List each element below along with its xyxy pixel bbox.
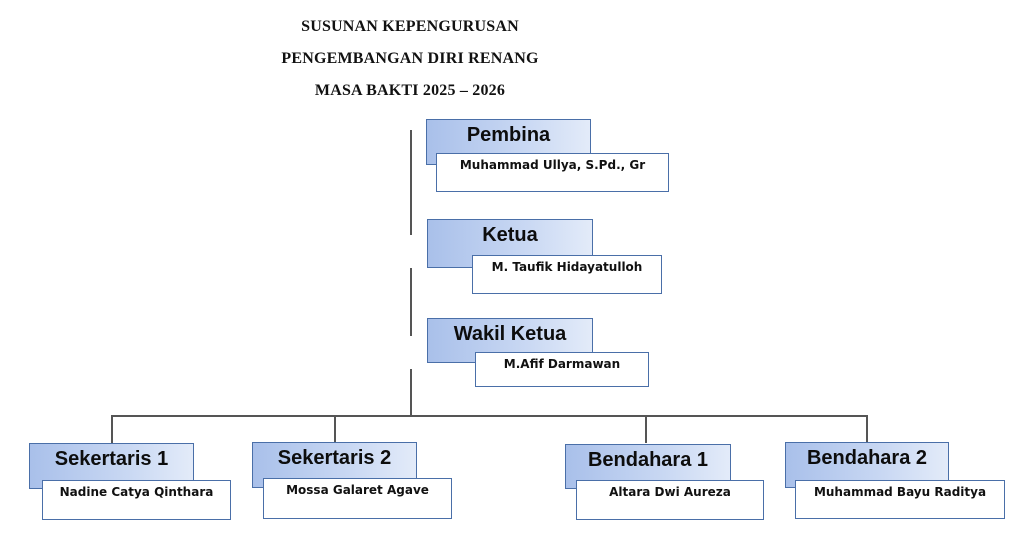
- title-line-2: PENGEMBANGAN DIRI RENANG: [281, 50, 539, 67]
- drop-bendahara1: [645, 415, 647, 443]
- wakil-ketua-name-box: M.Afif Darmawan: [475, 352, 649, 387]
- sekretaris1-name-box: Nadine Catya Qinthara: [42, 480, 231, 520]
- pembina-name-box: Muhammad Ullya, S.Pd., Gr: [436, 153, 669, 192]
- drop-sekretaris2: [334, 415, 336, 443]
- ketua-name-box: M. Taufik Hidayatulloh: [472, 255, 662, 294]
- bendahara2-name-box: Muhammad Bayu Raditya: [795, 480, 1005, 519]
- title-line-1: SUSUNAN KEPENGURUSAN: [301, 18, 519, 35]
- drop-sekretaris1: [111, 415, 113, 443]
- sekretaris2-name-box: Mossa Galaret Agave: [263, 478, 452, 519]
- horizontal-branch-line: [111, 415, 867, 417]
- bendahara1-name-box: Altara Dwi Aureza: [576, 480, 764, 520]
- drop-bendahara2: [866, 415, 868, 443]
- connector-pembina-ketua: [410, 130, 412, 235]
- connector-wakil-horizontal: [410, 369, 412, 416]
- title-line-3: MASA BAKTI 2025 – 2026: [314, 82, 506, 99]
- connector-ketua-wakil: [410, 268, 412, 336]
